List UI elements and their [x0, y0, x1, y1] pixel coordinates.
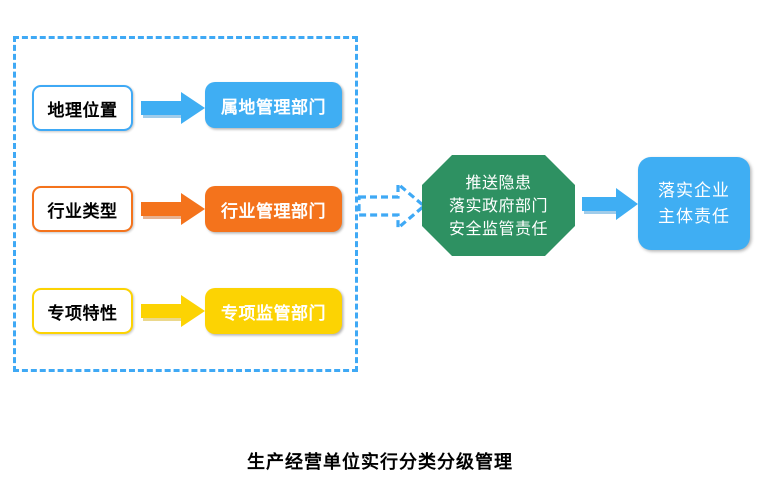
source-chip-geographic-location[interactable]: 地理位置: [32, 85, 133, 131]
department-chip-label: 专项监管部门: [221, 303, 326, 324]
department-chip-special-supervision[interactable]: 专项监管部门: [205, 288, 342, 334]
department-chip-industry-management[interactable]: 行业管理部门: [205, 186, 342, 232]
department-chip-territorial-management[interactable]: 属地管理部门: [205, 82, 342, 128]
hub-line-1: 推送隐患: [465, 173, 532, 192]
department-chip-label: 行业管理部门: [221, 201, 326, 222]
terminal-line-2: 主体责任: [658, 206, 730, 227]
classification-criteria-group-frame: [13, 36, 358, 372]
flow-arrow-to-terminal: [582, 187, 638, 221]
terminal-chip-enterprise-responsibility[interactable]: 落实企业 主体责任: [638, 157, 750, 250]
flow-arrow-row-1: [141, 91, 205, 125]
source-chip-label: 地理位置: [47, 100, 118, 121]
source-chip-label: 行业类型: [47, 201, 118, 222]
hub-line-2: 落实政府部门: [448, 196, 548, 215]
flow-arrow-row-2: [141, 192, 205, 226]
source-chip-special-characteristics[interactable]: 专项特性: [32, 288, 133, 334]
dashed-flow-arrow-icon: [357, 180, 427, 232]
hub-octagon-push-hazard[interactable]: 推送隐患 落实政府部门 安全监管责任: [422, 155, 575, 256]
diagram-caption: 生产经营单位实行分类分级管理: [247, 452, 513, 473]
source-chip-label: 专项特性: [47, 303, 118, 324]
source-chip-industry-type[interactable]: 行业类型: [32, 186, 133, 232]
hub-line-3: 安全监管责任: [448, 219, 548, 238]
department-chip-label: 属地管理部门: [221, 97, 326, 118]
flow-arrow-row-3: [141, 294, 205, 328]
terminal-line-1: 落实企业: [658, 180, 730, 201]
